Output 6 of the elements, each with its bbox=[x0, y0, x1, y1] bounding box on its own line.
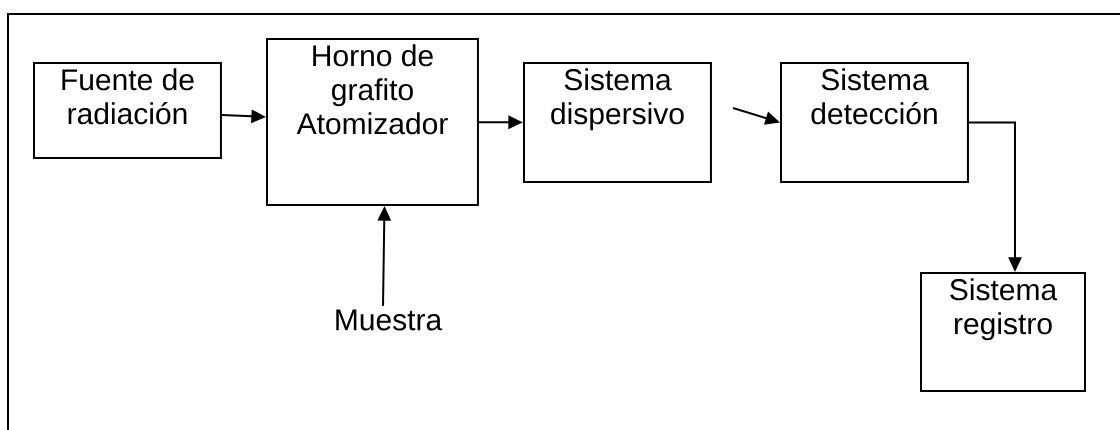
process-box: Fuente de radiación bbox=[33, 62, 222, 159]
process-box: Sistema detección bbox=[780, 62, 969, 183]
process-box: Sistema dispersivo bbox=[523, 62, 712, 183]
process-box: Horno de grafito Atomizador bbox=[266, 38, 479, 206]
process-box: Sistema registro bbox=[920, 272, 1086, 392]
input-label: Muestra bbox=[336, 309, 443, 331]
